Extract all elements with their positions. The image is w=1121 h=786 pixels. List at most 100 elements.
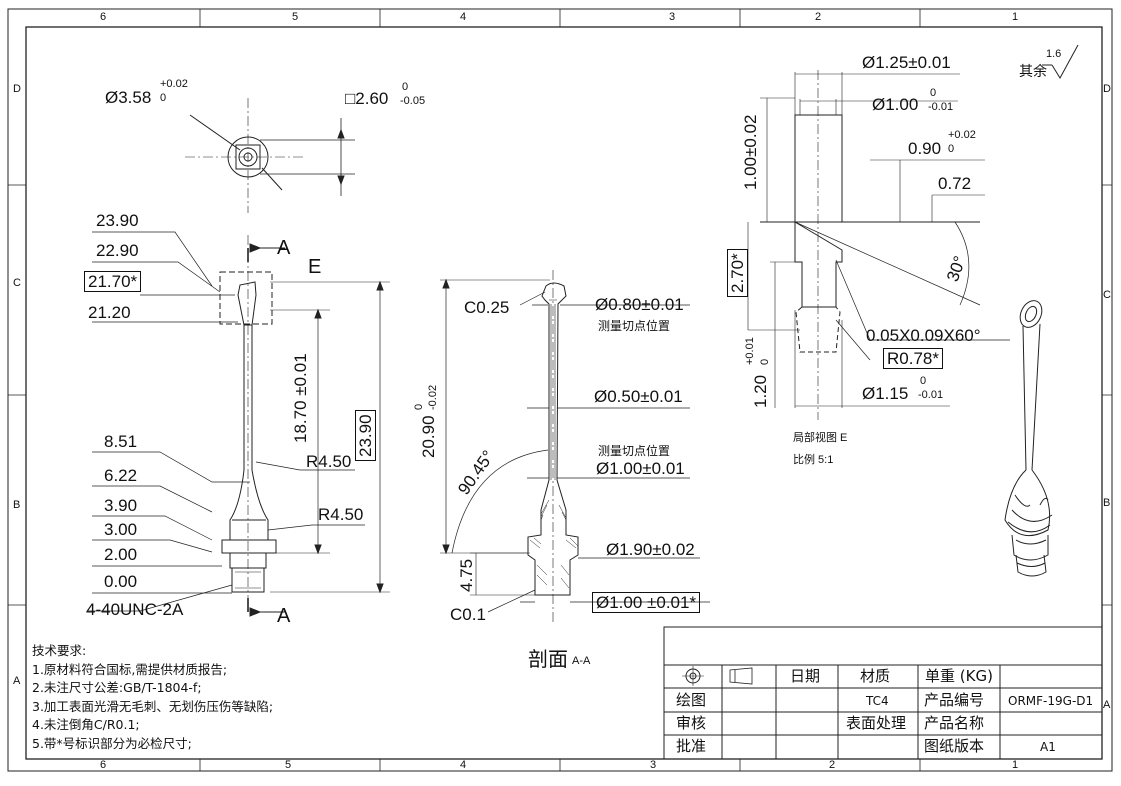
- length-2090-upper: 0: [413, 403, 425, 410]
- height-100: 1.00±0.02: [741, 114, 760, 190]
- dia-mid: Ø0.50±0.01: [594, 387, 683, 406]
- section-caption-suffix: A-A: [572, 655, 591, 667]
- tb-product-no-label: 产品编号: [924, 691, 985, 709]
- zone-bottom-2: 2: [829, 759, 836, 771]
- zone-bottom-3: 3: [650, 759, 657, 771]
- dia-090-upper: +0.02: [948, 129, 976, 141]
- radius-upper: R4.50: [306, 452, 352, 471]
- top-dia-upper: +0.02: [160, 78, 188, 90]
- note-item: 4.未注倒角C/R0.1;: [32, 717, 140, 733]
- dim-1870: 18.70 ±0.01: [291, 353, 310, 443]
- height-200: 2.00: [104, 545, 138, 564]
- dia-tip: Ø0.80±0.01: [595, 295, 684, 314]
- section-mark-top: A: [277, 237, 291, 259]
- height-000: 0.00: [104, 572, 138, 591]
- detail-mark: E: [308, 256, 322, 278]
- detail-view: [747, 70, 1010, 420]
- zone-left-b: B: [13, 499, 21, 511]
- tb-product-name-label: 产品名称: [924, 714, 985, 732]
- zone-bottom-4: 4: [460, 759, 467, 771]
- height-120-upper: +0.01: [744, 337, 756, 365]
- height-2170: 21.70*: [84, 271, 142, 292]
- tb-drawing: 绘图: [676, 691, 707, 709]
- zone-top-1: 1: [1012, 11, 1019, 23]
- section-caption: 剖面: [528, 649, 568, 671]
- chamfer-bottom: C0.1: [450, 605, 486, 624]
- tb-product-no-value: ORMF-19G-D1: [1008, 694, 1094, 708]
- dia-115-lower: -0.01: [918, 389, 944, 401]
- top-square-lower: -0.05: [400, 95, 426, 107]
- top-dia-lower: 0: [160, 92, 167, 104]
- radius-lower: R4.50: [318, 505, 364, 524]
- zone-right-c: C: [1103, 289, 1111, 301]
- detail-caption: 局部视图 E: [793, 432, 848, 444]
- zone-top-5: 5: [292, 11, 299, 23]
- dia-115-upper: 0: [920, 375, 927, 387]
- top-dia-label: Ø3.58: [105, 88, 152, 107]
- tb-approve: 批准: [676, 737, 707, 755]
- height-2120: 21.20: [88, 303, 131, 322]
- zone-bottom-6: 6: [100, 759, 107, 771]
- undercut: 0.05X0.09X60°: [866, 326, 981, 345]
- chamfer-top: C0.25: [464, 298, 510, 317]
- dia-115: Ø1.15: [862, 384, 909, 403]
- front-view: [88, 231, 390, 617]
- length-2090: 20.90: [419, 415, 438, 458]
- note-item: 1.原材料符合国标,需提供材质报告;: [32, 661, 228, 677]
- zone-right-a: A: [1103, 699, 1111, 711]
- zone-top-4: 4: [460, 11, 467, 23]
- dia-100-lower: -0.01: [928, 101, 954, 113]
- detail-scale: 比例 5:1: [793, 454, 834, 466]
- dia-090-lower: 0: [948, 143, 955, 155]
- height-2390: 23.90: [96, 211, 139, 230]
- tb-surface: 表面处理: [846, 714, 907, 732]
- note-item: 3.加工表面光滑无毛刺、无划伤压伤等缺陷;: [32, 698, 274, 714]
- top-view: [185, 98, 355, 213]
- height-120-lower: 0: [759, 358, 771, 365]
- section-view: [440, 270, 710, 625]
- drawing-frame: [7, 8, 1113, 772]
- radius-078: R0.78*: [883, 348, 943, 369]
- dim-2390-total: 23.90: [355, 410, 376, 461]
- zone-top-3: 3: [669, 11, 676, 23]
- tb-material-label: 材质: [860, 667, 891, 685]
- zone-left-c: C: [13, 277, 21, 289]
- dim-072: 0.72: [938, 174, 972, 193]
- notes-title: 技术要求:: [32, 643, 87, 658]
- note-tip: 测量切点位置: [598, 319, 671, 333]
- dia-base: Ø1.90±0.02: [606, 540, 695, 559]
- roughness-prefix: 其余: [1019, 63, 1047, 79]
- dia-100-inner: Ø1.00: [872, 95, 919, 114]
- note-item: 5.带*号标识部分为必检尺寸;: [32, 735, 192, 751]
- tb-version-label: 图纸版本: [924, 737, 985, 755]
- section-mark-bottom: A: [277, 605, 291, 627]
- height-475: 4.75: [457, 558, 476, 592]
- tb-weight: 单重 (KG): [925, 667, 993, 685]
- zone-right-b: B: [1103, 497, 1111, 509]
- height-120: 1.20: [751, 374, 770, 408]
- tb-version-value: A1: [1040, 740, 1056, 754]
- roughness-symbol: [1042, 44, 1079, 79]
- iso-sketch: [1004, 300, 1053, 577]
- zone-left-a: A: [13, 675, 21, 687]
- top-square-upper: 0: [402, 81, 409, 93]
- tb-date: 日期: [790, 667, 821, 685]
- dia-stem: Ø1.00±0.01: [596, 459, 685, 478]
- technical-notes: 技术要求: 1.原材料符合国标,需提供材质报告; 2.未注尺寸公差:GB/T-1…: [32, 642, 273, 754]
- title-block: [663, 626, 1103, 760]
- length-2090-lower: -0.02: [427, 384, 439, 410]
- dia-bottom: Ø1.00 ±0.01*: [592, 592, 701, 613]
- height-300: 3.00: [104, 520, 138, 539]
- note-item: 2.未注尺寸公差:GB/T-1804-f;: [32, 680, 202, 696]
- tb-material-value: TC4: [866, 694, 889, 708]
- roughness-value: 1.6: [1046, 48, 1062, 60]
- dia-100-upper: 0: [930, 87, 937, 99]
- zone-bottom-1: 1: [1012, 759, 1019, 771]
- zone-top-6: 6: [100, 11, 107, 23]
- thread-label: 4-40UNC-2A: [86, 600, 184, 619]
- height-622: 6.22: [104, 466, 138, 485]
- top-square-label: □2.60: [345, 89, 389, 108]
- note-mid: 测量切点位置: [598, 444, 671, 458]
- height-851: 8.51: [104, 432, 138, 451]
